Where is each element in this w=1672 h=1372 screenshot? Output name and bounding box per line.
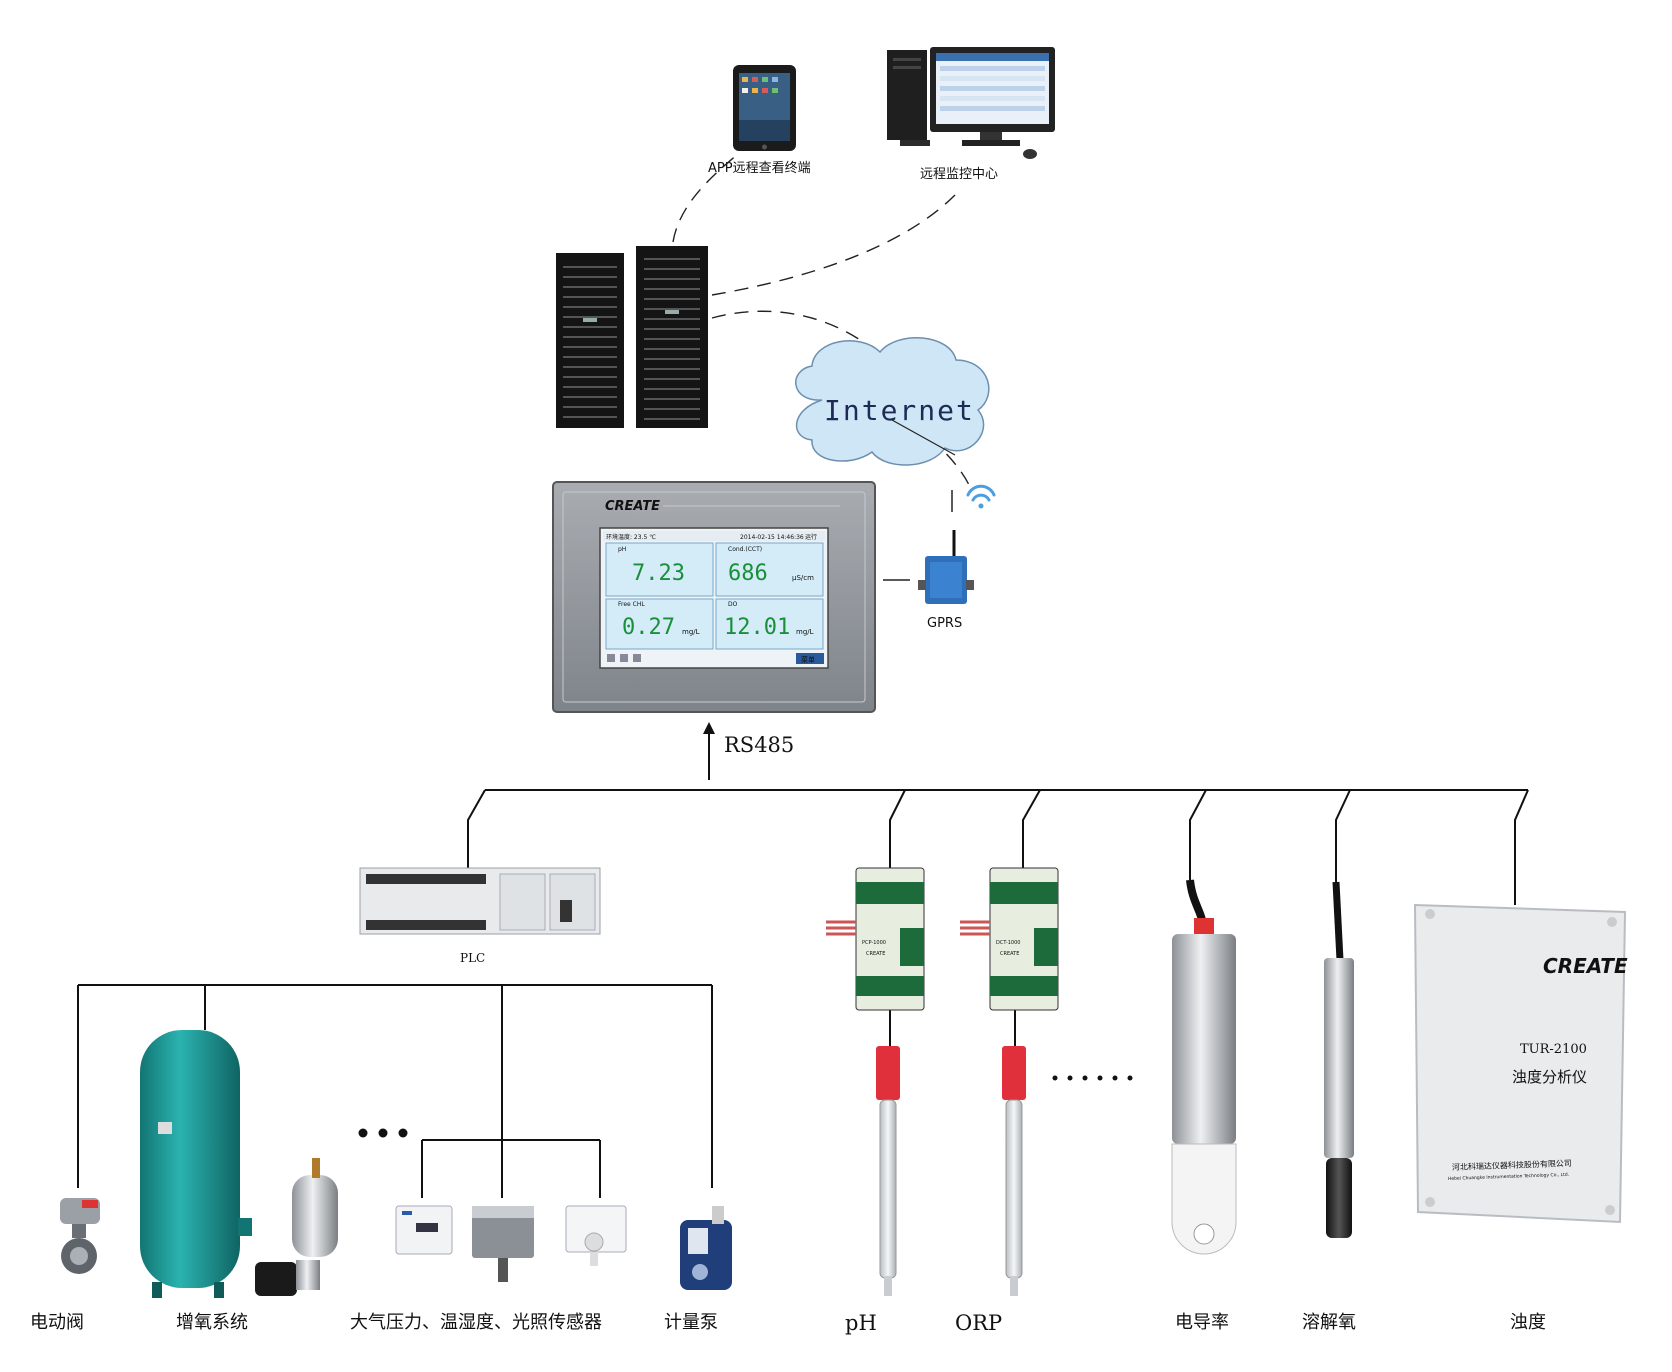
rs485-label: RS485: [724, 733, 794, 757]
monitor-computer-icon: [887, 47, 1055, 159]
hmi-tile-value: 12.01: [724, 615, 790, 640]
conductivity-probe-icon: [1171, 879, 1237, 1255]
oxygen-system-label: 增氧系统: [176, 1312, 248, 1333]
hmi-tile-value: 0.27: [622, 615, 675, 640]
oxygen-cone-icon: [255, 1158, 338, 1296]
hmi-tile-unit: μS/cm: [792, 574, 814, 582]
turbidity-analyzer-icon: [1413, 903, 1627, 1224]
dosing-pump-icon: [680, 1206, 732, 1290]
light-sensor-icon: [565, 1205, 627, 1266]
ph-transmitter-brand: CREATE: [866, 951, 885, 957]
hmi-touch-screen: [552, 481, 876, 713]
dissolved-oxygen-label: 溶解氧: [1302, 1312, 1356, 1333]
rs485-arrow: [703, 722, 715, 780]
pressure-sensor-icon: [395, 1205, 453, 1255]
dissolved-oxygen-probe-icon: [1324, 881, 1354, 1238]
hmi-brand: CREATE: [605, 499, 660, 514]
ph-transmitter-icon: [826, 867, 925, 1011]
sensors-label: 大气压力、温湿度、光照传感器: [350, 1312, 602, 1333]
dosing-pump-label: 计量泵: [664, 1312, 718, 1333]
hmi-status-text: 环境温度: 23.5 ℃: [606, 533, 656, 541]
ellipsis-dots: [1052, 1075, 1133, 1081]
electric-valve-icon: [60, 1198, 100, 1274]
ph-probe-icon: [876, 1046, 900, 1296]
ellipsis-dots: [358, 1128, 408, 1138]
plc-label: PLC: [460, 951, 485, 965]
humidity-sensor-icon: [472, 1206, 534, 1282]
turbidity-model: TUR-2100: [1520, 1042, 1587, 1057]
hmi-tile-value: 7.23: [632, 561, 685, 586]
turbidity-brand: CREATE: [1543, 954, 1628, 978]
server-rack-icon: [556, 246, 708, 428]
valve-label: 电动阀: [30, 1312, 84, 1333]
hmi-tile-value: 686: [728, 561, 768, 586]
orp-label: ORP: [955, 1311, 1002, 1335]
turbidity-label: 浊度: [1510, 1312, 1546, 1333]
hmi-datetime: 2014-02-15 14:46:36: [740, 534, 804, 541]
internet-link-line: [891, 419, 956, 456]
tablet-icon: [733, 65, 796, 151]
orp-transmitter-icon: [960, 867, 1059, 1011]
wifi-icon: [966, 484, 996, 509]
gprs-label: GPRS: [927, 616, 962, 631]
turbidity-company-cn: 河北科瑞达仪器科技股份有限公司: [1452, 1158, 1572, 1172]
conductivity-label: 电导率: [1175, 1312, 1229, 1333]
monitor-center-label: 远程监控中心: [920, 167, 998, 182]
hmi-tile-name: Free CHL: [618, 601, 645, 608]
hmi-tile-unit: mg/L: [796, 628, 814, 636]
hmi-tile-name: Cond.(CCT): [728, 546, 762, 553]
ph-transmitter-model: PCP-1000: [862, 940, 886, 946]
orp-transmitter-brand: CREATE: [1000, 951, 1019, 957]
internet-label: Internet: [824, 394, 975, 427]
turbidity-name: 浊度分析仪: [1512, 1068, 1587, 1086]
orp-transmitter-model: DCT-1000: [996, 940, 1020, 946]
hmi-mode: 运行: [805, 533, 817, 541]
app-terminal-label: APP远程查看终端: [708, 160, 811, 176]
bus-lines: [77, 789, 1529, 1198]
plc-icon: [359, 867, 601, 935]
hmi-tile-name: pH: [618, 546, 626, 553]
hmi-menu-button: 菜单: [801, 655, 815, 664]
internet-cloud-icon: [795, 336, 990, 466]
turbidity-company-en: Hebei Chuangke Instrumentation Technolog…: [1448, 1172, 1569, 1182]
hmi-tile-name: DO: [728, 601, 738, 608]
hmi-tile-unit: mg/L: [682, 628, 700, 636]
gprs-module-icon: [918, 530, 974, 604]
orp-probe-icon: [1002, 1046, 1026, 1296]
ph-label: pH: [845, 1311, 877, 1335]
oxygen-tank-icon: [140, 1030, 252, 1298]
